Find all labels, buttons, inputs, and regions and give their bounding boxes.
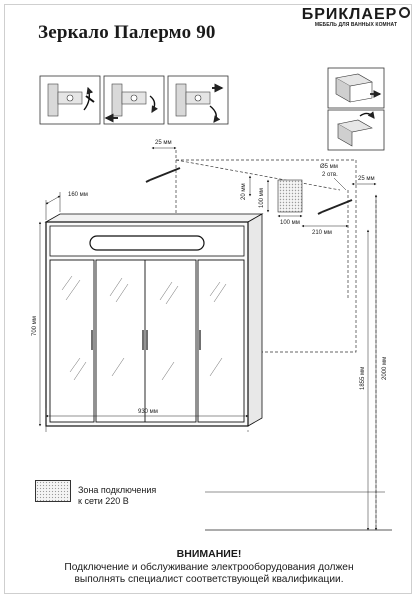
dim-hole-count: 2 отв. (322, 172, 338, 178)
brand-logo: БРИКЛАЕР МЕБЕЛЬ ДЛЯ ВАННЫХ КОМНАТ (300, 6, 412, 28)
dim-socket-width: 100 мм (280, 220, 300, 226)
brand-dot-icon (399, 6, 411, 18)
wall-dimensions (151, 146, 377, 228)
page-border (4, 4, 412, 594)
dim-top-gap: 25 мм (155, 140, 172, 146)
dim-total-height: 2000 мм (382, 357, 388, 380)
dim-socket-to-hole: 210 мм (312, 230, 332, 236)
brand-name: БРИКЛАЕР (302, 6, 411, 24)
warning-title: ВНИМАНИЕ! (176, 548, 242, 560)
dim-socket-offset: 20 мм (241, 183, 247, 200)
warning-block: ВНИМАНИЕ! Подключение и обслуживание эле… (10, 548, 408, 586)
socket-zone (277, 179, 303, 213)
mirror-cabinet (44, 213, 264, 427)
hinge-adjust-icons (39, 75, 229, 125)
dim-height: 700 мм (32, 316, 38, 336)
legend-socket-swatch (35, 480, 71, 502)
dim-width: 930 мм (138, 409, 158, 415)
legend-line-1: Зона подключения (78, 485, 157, 495)
cabinet-dimensions (38, 192, 392, 531)
screws (145, 167, 353, 215)
dim-hole-diameter: Ø5 мм (320, 164, 338, 170)
legend-text: Зона подключения к сети 220 В (78, 485, 156, 507)
bracket-icons (327, 67, 385, 151)
page-title: Зеркало Палермо 90 (38, 22, 216, 43)
dim-right-gap: 25 мм (358, 176, 375, 182)
warning-line-1: Подключение и обслуживание электрооборуд… (64, 562, 354, 573)
dim-depth: 160 мм (68, 192, 88, 198)
dim-socket-height: 100 мм (259, 188, 265, 208)
brand-tagline: МЕБЕЛЬ ДЛЯ ВАННЫХ КОМНАТ (314, 22, 398, 28)
legend-line-2: к сети 220 В (78, 496, 129, 506)
dim-mount-height: 1855 мм (360, 367, 366, 390)
warning-line-2: выполнять специалист соответствующей ква… (74, 574, 344, 585)
